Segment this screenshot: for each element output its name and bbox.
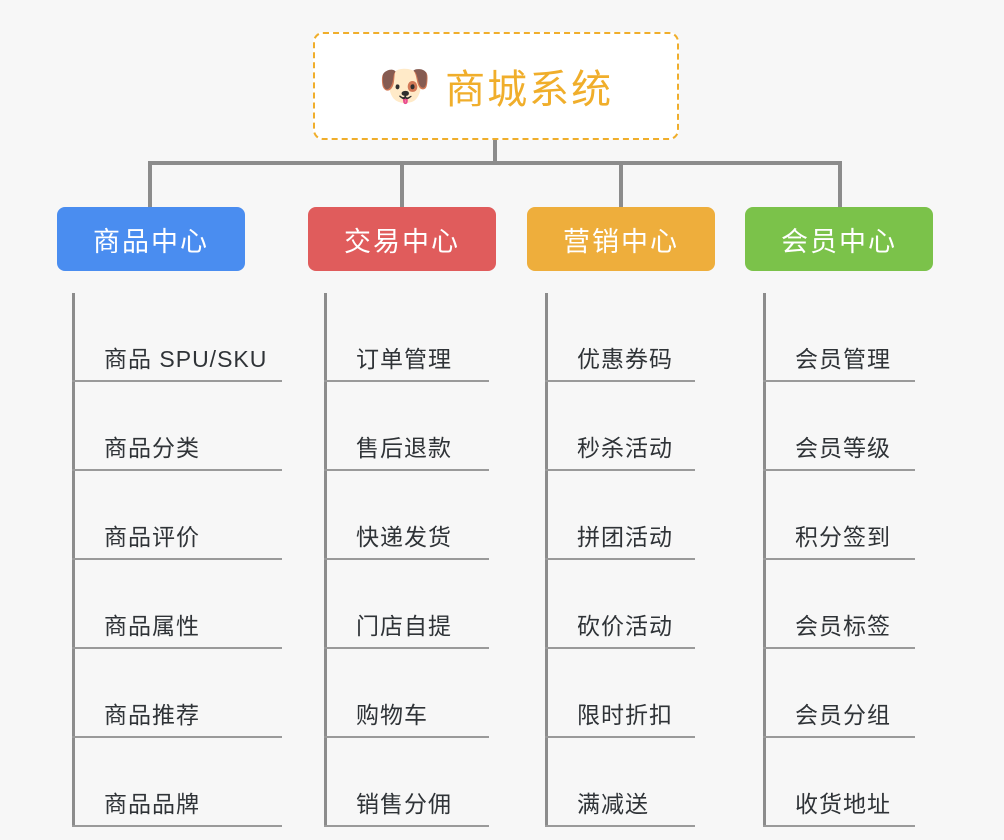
leaf-item[interactable]: 会员管理 xyxy=(763,293,915,382)
leaf-item-label: 会员分组 xyxy=(795,702,891,728)
leaf-item-label: 限时折扣 xyxy=(577,702,673,728)
leaf-item[interactable]: 会员标签 xyxy=(763,560,915,649)
leaf-item[interactable]: 商品推荐 xyxy=(72,649,282,738)
leaf-item[interactable]: 商品品牌 xyxy=(72,738,282,827)
leaf-item-label: 门店自提 xyxy=(356,613,452,639)
leaf-item-label: 会员标签 xyxy=(795,613,891,639)
leaf-item[interactable]: 拼团活动 xyxy=(545,471,695,560)
leaf-item[interactable]: 商品评价 xyxy=(72,471,282,560)
category-box[interactable]: 商品中心 xyxy=(57,207,245,271)
category-label: 交易中心 xyxy=(344,226,460,257)
leaf-item-label: 售后退款 xyxy=(356,435,452,461)
leaf-item-label: 会员管理 xyxy=(795,346,891,372)
connector-drop-3 xyxy=(619,161,623,207)
category-spine xyxy=(763,293,766,827)
category-box[interactable]: 交易中心 xyxy=(308,207,496,271)
leaf-item[interactable]: 秒杀活动 xyxy=(545,382,695,471)
category-label: 会员中心 xyxy=(781,226,897,257)
connector-root-stem xyxy=(493,140,497,164)
leaf-item-label: 商品分类 xyxy=(104,435,200,461)
leaf-item[interactable]: 销售分佣 xyxy=(324,738,489,827)
leaf-item-label: 商品 SPU/SKU xyxy=(104,346,268,372)
leaf-item[interactable]: 满减送 xyxy=(545,738,695,827)
root-title: 商城系统 xyxy=(445,68,614,112)
leaf-item-label: 商品属性 xyxy=(104,613,200,639)
category-spine xyxy=(545,293,548,827)
leaf-item[interactable]: 购物车 xyxy=(324,649,489,738)
leaf-item[interactable]: 快递发货 xyxy=(324,471,489,560)
leaf-item-label: 会员等级 xyxy=(795,435,891,461)
leaf-item-label: 商品品牌 xyxy=(104,791,200,817)
leaf-item-label: 销售分佣 xyxy=(356,791,452,817)
category-box[interactable]: 营销中心 xyxy=(527,207,715,271)
leaf-item[interactable]: 商品分类 xyxy=(72,382,282,471)
leaf-item-label: 商品评价 xyxy=(104,524,200,550)
leaf-item[interactable]: 积分签到 xyxy=(763,471,915,560)
leaf-item[interactable]: 订单管理 xyxy=(324,293,489,382)
connector-horizontal-bus xyxy=(148,161,842,165)
category-label: 商品中心 xyxy=(93,226,209,257)
leaf-item-label: 秒杀活动 xyxy=(577,435,673,461)
leaf-item[interactable]: 商品 SPU/SKU xyxy=(72,293,282,382)
connector-drop-4 xyxy=(838,161,842,207)
leaf-item-label: 购物车 xyxy=(356,702,428,728)
category-label: 营销中心 xyxy=(563,226,679,257)
leaf-item-label: 优惠券码 xyxy=(577,346,673,372)
leaf-item[interactable]: 商品属性 xyxy=(72,560,282,649)
leaf-item[interactable]: 限时折扣 xyxy=(545,649,695,738)
leaf-item-label: 满减送 xyxy=(577,791,649,817)
leaf-item[interactable]: 售后退款 xyxy=(324,382,489,471)
leaf-item-label: 快递发货 xyxy=(356,524,452,550)
connector-drop-2 xyxy=(400,161,404,207)
leaf-item[interactable]: 砍价活动 xyxy=(545,560,695,649)
root-node[interactable]: 🐶 商城系统 xyxy=(313,32,679,140)
dog-face-emoji: 🐶 xyxy=(378,62,432,109)
connector-drop-1 xyxy=(148,161,152,207)
category-spine xyxy=(72,293,75,827)
leaf-item-label: 积分签到 xyxy=(795,524,891,550)
leaf-item[interactable]: 收货地址 xyxy=(763,738,915,827)
leaf-item[interactable]: 会员等级 xyxy=(763,382,915,471)
leaf-item-label: 拼团活动 xyxy=(577,524,673,550)
leaf-item-label: 收货地址 xyxy=(795,791,891,817)
leaf-item-label: 商品推荐 xyxy=(104,702,200,728)
leaf-item[interactable]: 会员分组 xyxy=(763,649,915,738)
leaf-item-label: 订单管理 xyxy=(356,346,452,372)
category-box[interactable]: 会员中心 xyxy=(745,207,933,271)
leaf-item-label: 砍价活动 xyxy=(577,613,673,639)
leaf-item[interactable]: 门店自提 xyxy=(324,560,489,649)
leaf-item[interactable]: 优惠券码 xyxy=(545,293,695,382)
category-spine xyxy=(324,293,327,827)
